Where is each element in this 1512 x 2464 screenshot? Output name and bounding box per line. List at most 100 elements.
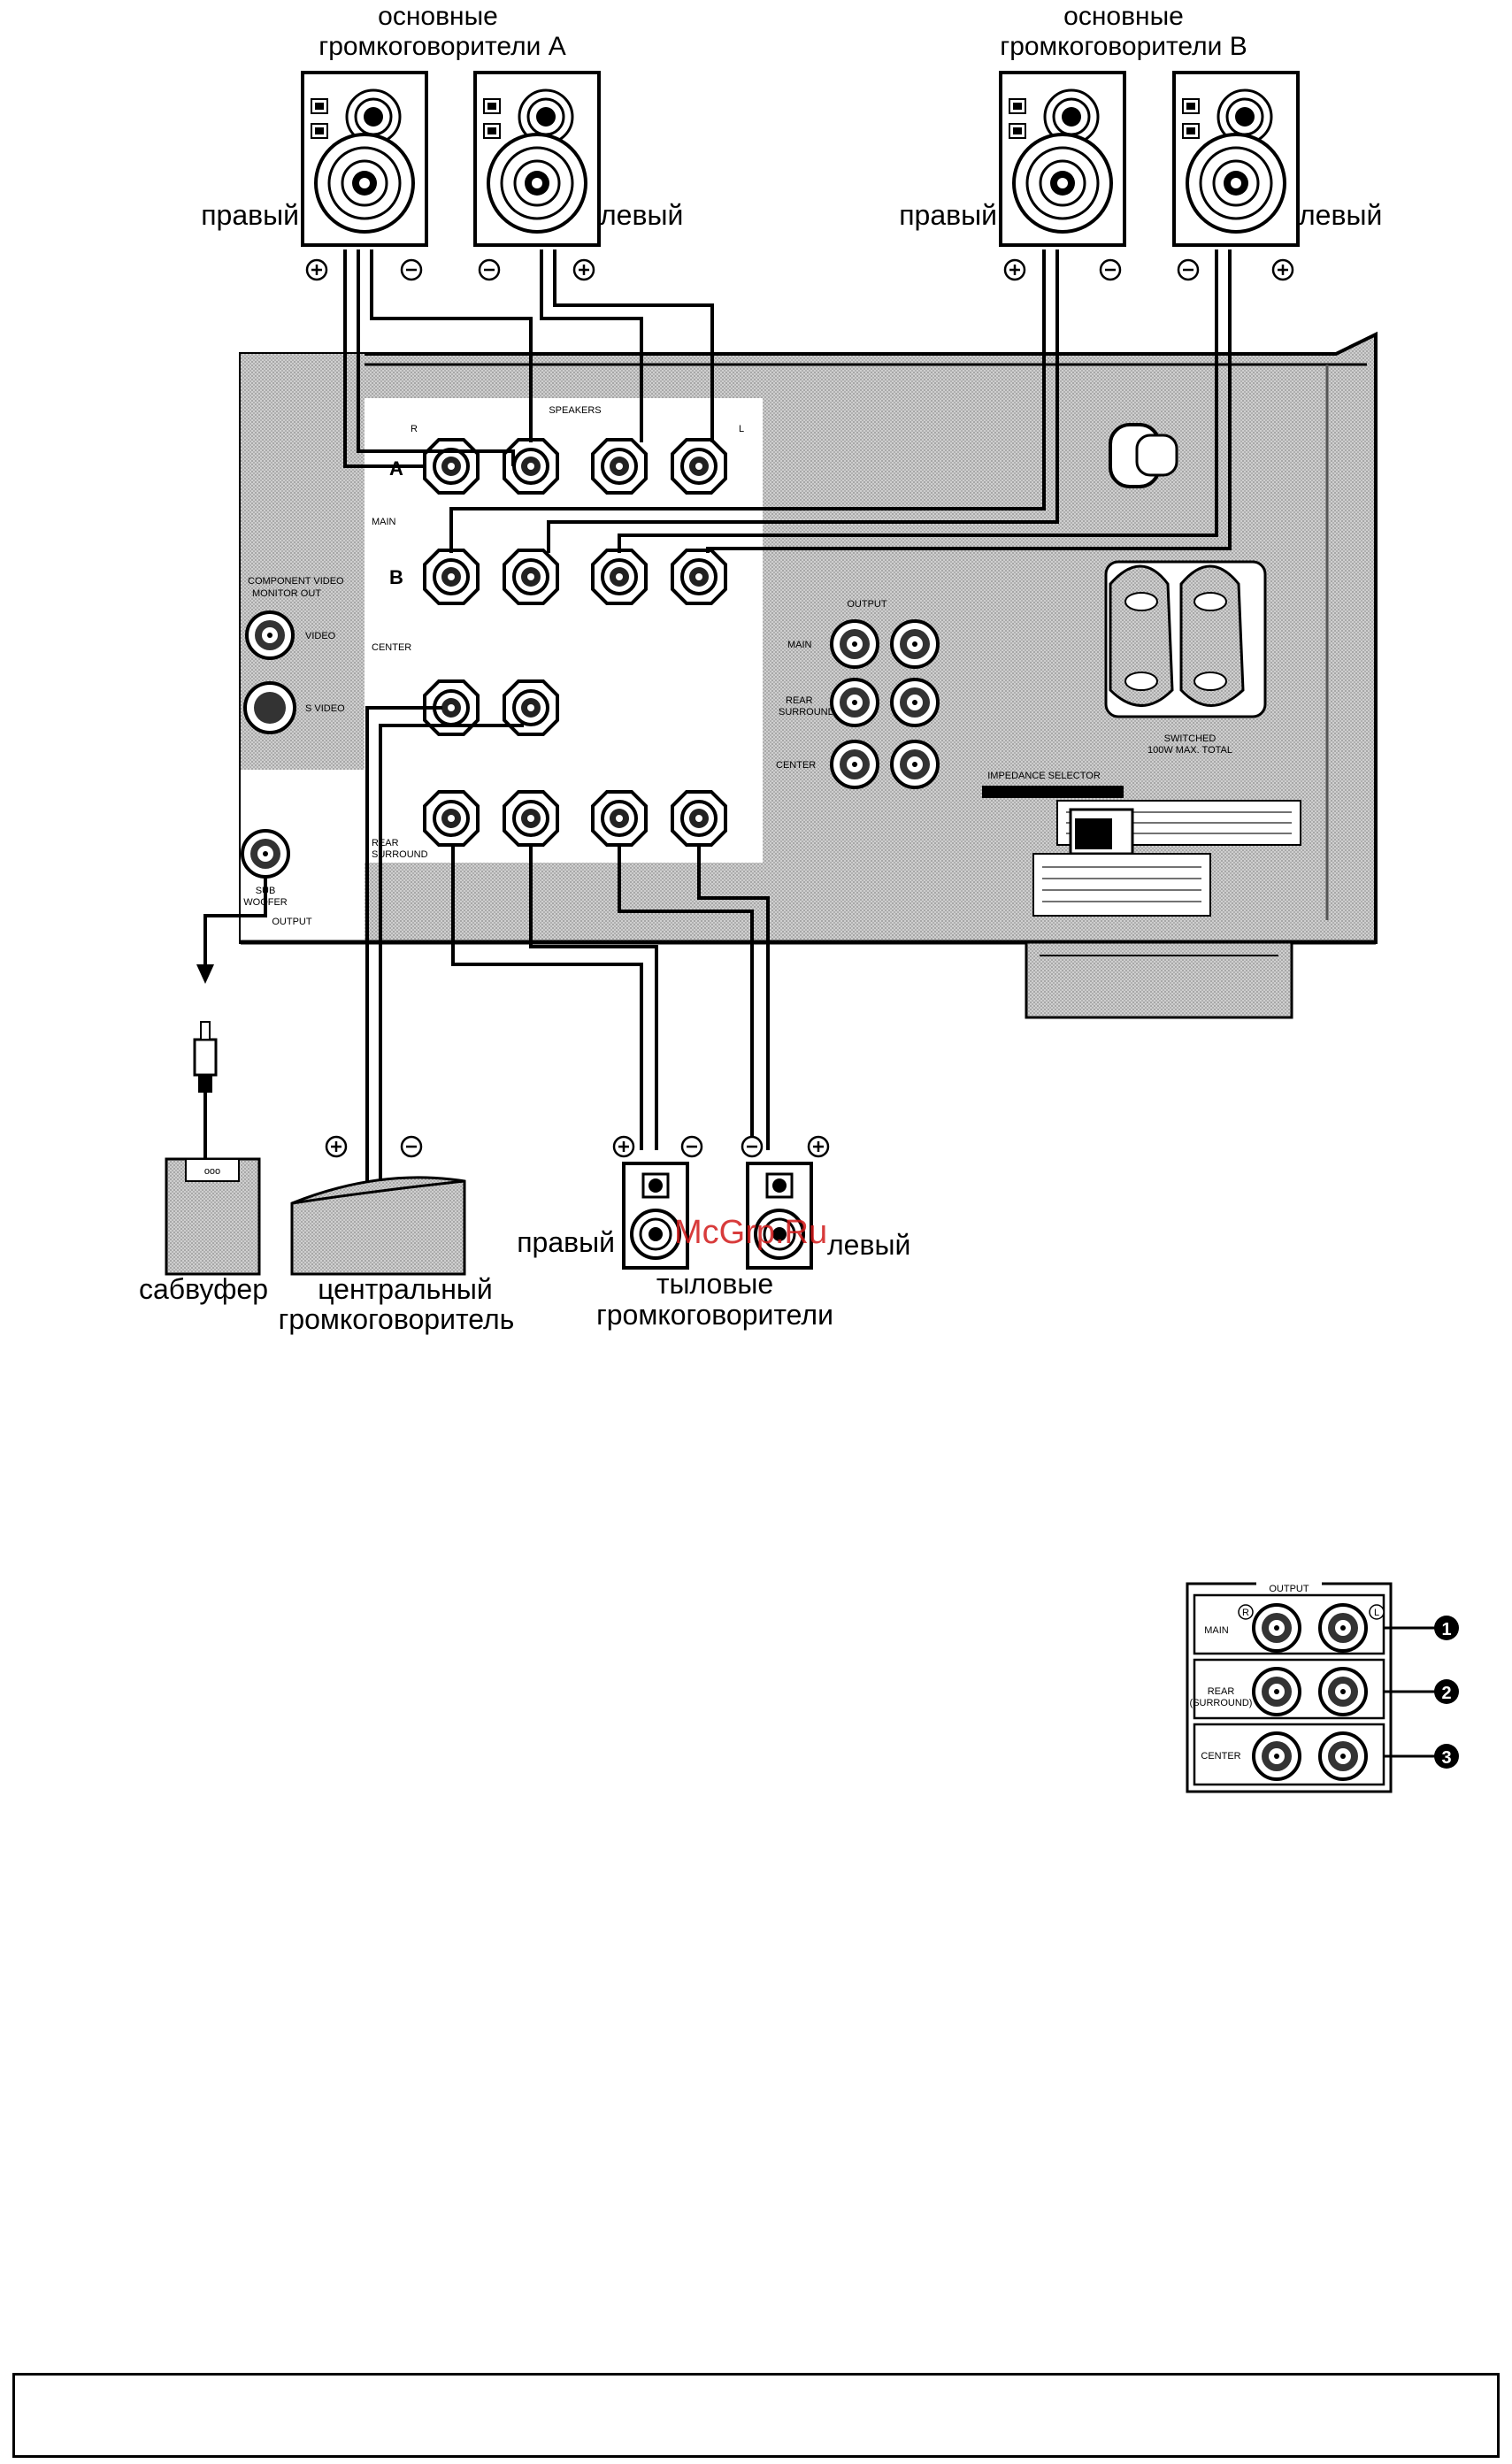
- output-rear-label-2: SURROUND: [779, 707, 835, 718]
- minus-icon: [680, 1135, 703, 1158]
- rear-left-label: левый: [827, 1229, 910, 1261]
- output-detail-header: OUTPUT: [1269, 1584, 1309, 1594]
- main-speaker-b-left: [1172, 71, 1300, 247]
- terminal-b-r-minus: [503, 549, 559, 605]
- switched-label-1: SWITCHED: [1164, 733, 1217, 744]
- switched-ac-outlets: [1104, 560, 1267, 718]
- plus-icon: [572, 258, 595, 281]
- output-header: OUTPUT: [847, 599, 887, 610]
- output-rear-l-jack: [890, 678, 940, 727]
- minus-icon: [478, 258, 501, 281]
- output-detail-rear-1: REAR: [1208, 1686, 1235, 1697]
- terminal-a-r-plus: [423, 438, 480, 495]
- sub-woofer-output-jack: [241, 829, 290, 879]
- row-b-label: B: [389, 566, 403, 588]
- plus-icon: [612, 1135, 635, 1158]
- speakers-a-title-1: основные: [378, 2, 498, 31]
- minus-icon: [400, 1135, 423, 1158]
- center-speaker-label-1: центральный: [318, 1273, 493, 1305]
- main-speaker-a-right: [301, 71, 428, 247]
- speaker-a-right-label: правый: [201, 199, 299, 231]
- component-video-label-1: COMPONENT VIDEO: [248, 576, 344, 587]
- s-video-label: S VIDEO: [305, 703, 345, 714]
- speaker-a-left-label: левый: [600, 199, 683, 231]
- output-center-l-jack: [890, 740, 940, 789]
- subwoofer-label: сабвуфер: [139, 1273, 268, 1305]
- callout-2: 2: [1441, 1684, 1451, 1703]
- callout-3-badge: [1434, 1744, 1459, 1769]
- detail-rear-l-jack: [1318, 1667, 1368, 1716]
- terminal-b-l-plus: [671, 549, 727, 605]
- row-a-label: A: [389, 457, 403, 480]
- terminal-b-r-plus: [423, 549, 480, 605]
- terminal-a-l-minus: [591, 438, 648, 495]
- output-center-r-jack: [830, 740, 879, 789]
- speakers-header: SPEAKERS: [549, 405, 601, 416]
- video-jack: [245, 610, 295, 660]
- r-mark: R: [411, 424, 418, 434]
- component-video-label-2: MONITOR OUT: [252, 588, 321, 599]
- svg-text:ooo: ooo: [204, 1166, 220, 1177]
- l-mark: L: [739, 424, 744, 434]
- rear-speakers-label-2: громкоговорители: [596, 1299, 833, 1331]
- plus-icon: [1003, 258, 1026, 281]
- detail-r-mark: R: [1242, 1608, 1249, 1618]
- minus-icon: [1177, 258, 1200, 281]
- rear-right-label: правый: [517, 1226, 615, 1258]
- main-label: MAIN: [372, 517, 396, 527]
- switched-label-2: 100W MAX. TOTAL: [1147, 745, 1232, 756]
- minus-icon: [400, 258, 423, 281]
- terminal-b-l-minus: [591, 549, 648, 605]
- sub-output-label: OUTPUT: [272, 917, 312, 927]
- callout-3: 3: [1441, 1748, 1451, 1768]
- rear-surround-label-1: REAR: [372, 838, 399, 848]
- output-main-l-jack: [890, 619, 940, 669]
- plus-icon: [807, 1135, 830, 1158]
- center-label: CENTER: [372, 642, 411, 653]
- connection-diagram: основные громкоговорители A правый левый…: [139, 2, 1459, 1793]
- output-detail-main: MAIN: [1204, 1625, 1229, 1636]
- detail-main-l-jack: [1318, 1603, 1368, 1653]
- terminal-rear-l-minus: [591, 790, 648, 847]
- center-speaker: [290, 1176, 466, 1276]
- minus-icon: [741, 1135, 764, 1158]
- main-speaker-b-right: [999, 71, 1126, 247]
- center-speaker-label-2: громкоговоритель: [279, 1303, 515, 1335]
- callout-2-badge: [1434, 1679, 1459, 1704]
- callout-1: 1: [1441, 1620, 1451, 1639]
- output-rear-r-jack: [830, 678, 879, 727]
- output-main-label: MAIN: [787, 640, 812, 650]
- plus-icon: [325, 1135, 348, 1158]
- output-detail-rear-2: (SURROUND): [1190, 1698, 1253, 1708]
- subwoofer-speaker: ooo: [165, 1157, 261, 1276]
- watermark: McGrp.Ru: [674, 1214, 827, 1251]
- output-center-label: CENTER: [776, 760, 816, 771]
- rear-speakers-label-1: тыловые: [656, 1268, 773, 1300]
- speaker-b-right-label: правый: [899, 199, 997, 231]
- callout-1-badge: [1434, 1616, 1459, 1640]
- detail-center-l-jack: [1318, 1731, 1368, 1781]
- detail-center-r-jack: [1252, 1731, 1301, 1781]
- video-label: VIDEO: [305, 631, 336, 641]
- rear-surround-label-2: SURROUND: [372, 849, 428, 860]
- output-rear-label-1: REAR: [786, 695, 813, 706]
- detail-l-mark: L: [1374, 1608, 1379, 1618]
- speakers-b-title-2: громкоговорители B: [1000, 32, 1247, 61]
- impedance-selector-label: IMPEDANCE SELECTOR: [987, 771, 1101, 781]
- terminal-a-l-plus: [671, 438, 727, 495]
- speaker-wires: [343, 249, 1232, 1190]
- terminal-rear-r-plus: [423, 790, 480, 847]
- output-detail-center: CENTER: [1201, 1751, 1240, 1762]
- speakers-a-title-2: громкоговорители A: [319, 32, 565, 61]
- callout-lines: [1384, 1626, 1435, 1758]
- subwoofer-cable: [193, 876, 267, 1159]
- plus-icon: [1271, 258, 1294, 281]
- minus-icon: [1099, 258, 1122, 281]
- terminal-rear-r-minus: [503, 790, 559, 847]
- output-main-r-jack: [830, 619, 879, 669]
- detail-rear-r-jack: [1252, 1667, 1301, 1716]
- footer-box: [12, 2373, 1500, 2458]
- terminal-rear-l-plus: [671, 790, 727, 847]
- speakers-b-title-1: основные: [1063, 2, 1184, 31]
- detail-main-r-jack: [1252, 1603, 1301, 1653]
